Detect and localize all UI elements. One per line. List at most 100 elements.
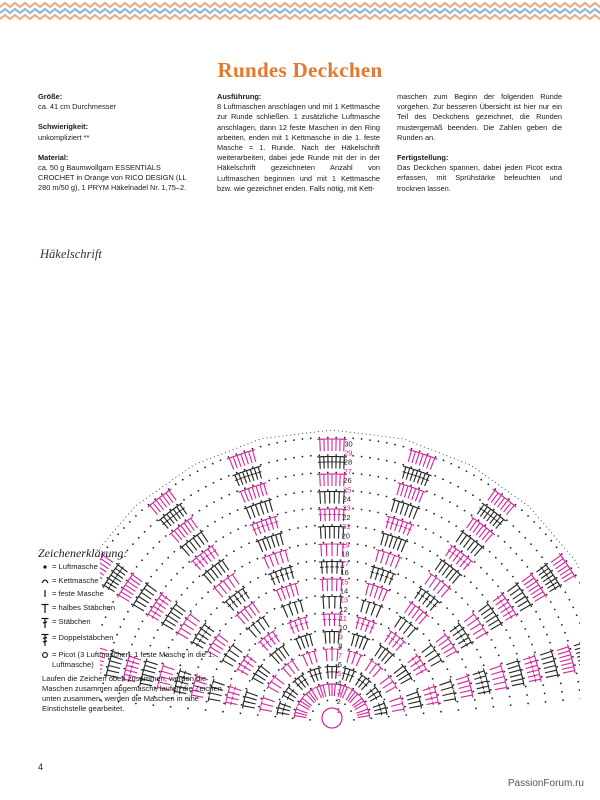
stitch-top (384, 588, 390, 592)
chain-stitch (141, 509, 143, 512)
stitch-top (491, 609, 496, 615)
chain-stitch (306, 650, 308, 653)
chain-stitch (538, 667, 541, 670)
stitch-mark (222, 580, 232, 591)
chain-stitch (429, 550, 431, 553)
stitch-mark (243, 489, 250, 502)
stitch-mark (384, 553, 390, 566)
stitch-top (386, 515, 392, 519)
stitch-cross (417, 665, 421, 670)
stitch-top (399, 695, 403, 701)
stitch-top (272, 674, 277, 680)
stitch-mark (256, 522, 262, 535)
stitch-mark (422, 594, 431, 605)
chain-stitch (472, 494, 474, 497)
stitch-top (265, 632, 271, 637)
stitch-mark (360, 680, 370, 691)
stitch-cross (243, 591, 248, 595)
stitch-mark (249, 469, 255, 481)
stitch-mark (299, 618, 304, 631)
stitch-mark (507, 584, 518, 593)
chain-stitch (240, 546, 243, 548)
stitch-top (291, 600, 298, 604)
chain-stitch (428, 670, 430, 673)
stitch-mark (282, 667, 292, 678)
stitch-mark (199, 554, 209, 565)
stitch-cross (294, 624, 299, 627)
chain-stitch (104, 616, 107, 619)
chain-stitch (280, 548, 283, 551)
stitch-top (522, 680, 525, 687)
stitch-top (212, 563, 217, 568)
stitch-top (302, 616, 308, 619)
chain-stitch (457, 620, 460, 622)
chain-stitch (524, 536, 527, 539)
stitch-mark (337, 684, 342, 697)
chain-stitch (335, 489, 338, 491)
stitch-top (252, 503, 259, 507)
stitch-cross (553, 586, 557, 591)
double-crochet-cross-icon (38, 617, 52, 629)
difficulty-heading: Schwierigkeit: (38, 122, 89, 132)
chain-stitch (314, 612, 316, 615)
chain-stitch (305, 525, 308, 528)
chain-stitch (365, 544, 367, 547)
stitch-top (257, 501, 263, 505)
stitch-mark (395, 501, 400, 514)
chain-stitch (343, 507, 346, 509)
stitch-cross (421, 477, 426, 480)
stitch-mark (270, 654, 280, 665)
stitch-mark (217, 562, 226, 574)
chain-stitch (372, 601, 375, 603)
chain-stitch (356, 543, 359, 546)
stitch-cross (495, 519, 499, 523)
chain-stitch (272, 675, 275, 678)
stitch-cross (482, 685, 485, 690)
chain-stitch (326, 489, 329, 491)
chain-stitch (179, 664, 182, 667)
stitch-top (274, 588, 280, 592)
chain-stitch (111, 569, 113, 572)
chain-stitch (276, 477, 279, 480)
stitch-top (412, 603, 418, 608)
stitch-top (351, 669, 357, 673)
stitch-top (272, 515, 278, 519)
chain-stitch (199, 626, 202, 629)
chain-stitch (472, 610, 475, 612)
stitch-mark (152, 502, 161, 513)
stitch-mark (123, 678, 136, 683)
stitch-top (573, 667, 576, 674)
stitch-mark (545, 674, 558, 678)
stitch-top (450, 566, 456, 571)
stitch-mark (284, 568, 290, 581)
stitch-mark (469, 520, 478, 531)
stitch-mark (301, 697, 313, 707)
stitch-top (416, 689, 419, 695)
chain-stitch (352, 472, 354, 475)
stitch-top (372, 602, 378, 606)
chain-stitch (208, 545, 210, 548)
chain-stitch (577, 680, 580, 683)
chain-stitch (228, 493, 231, 496)
chain-stitch (385, 495, 388, 498)
stitch-mark (458, 637, 469, 645)
stitch-top (141, 671, 144, 677)
chain-stitch (245, 627, 248, 629)
chain-stitch (175, 631, 178, 634)
stitch-top (125, 662, 128, 668)
outer-edge-chain (100, 429, 580, 571)
chain-stitch (546, 562, 548, 565)
round-number: 25 (343, 485, 351, 494)
stitch-mark (388, 536, 394, 548)
stitch-mark (384, 631, 392, 643)
chain-stitch (165, 585, 167, 588)
chain-stitch (139, 677, 141, 679)
stitch-top (449, 544, 455, 549)
stitch-top (270, 629, 276, 634)
stitch-mark (316, 686, 323, 699)
stitch-mark (188, 540, 198, 551)
stitch-mark (232, 456, 238, 469)
chain-stitch (521, 509, 523, 512)
stitch-cross (179, 685, 182, 690)
stitch-top (332, 683, 338, 685)
